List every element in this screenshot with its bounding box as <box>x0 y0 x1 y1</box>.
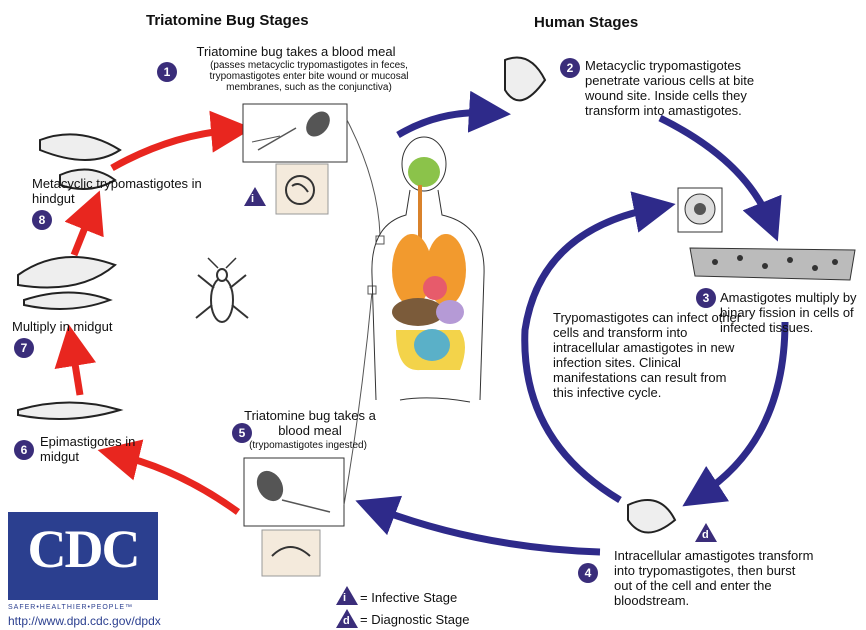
arrow-7-to-8 <box>74 210 92 255</box>
step-2-text: Metacyclic trypomastigotes penetrate var… <box>585 58 795 118</box>
cdc-tagline: SAFER•HEALTHIER•PEOPLE™ <box>8 604 133 611</box>
triatomine-bug-figure <box>196 258 248 322</box>
step-4-badge: 4 <box>578 563 598 583</box>
arrow-6-to-7 <box>72 345 80 395</box>
cdc-logo: CDC <box>8 512 158 600</box>
arrow-8-to-1 <box>112 130 232 168</box>
legend-infective-label: = Infective Stage <box>360 590 457 605</box>
step-5-title: Triatomine bug takes a blood meal <box>240 408 380 438</box>
arrow-1-to-2 <box>398 113 490 135</box>
step-7-text: Multiply in midgut <box>12 319 172 334</box>
diagnostic-stage-icon: d <box>695 523 717 542</box>
cycle-note: Trypomastigotes can infect other cells a… <box>553 310 743 400</box>
source-url[interactable]: http://www.dpd.cdc.gov/dpdx <box>8 614 161 628</box>
step-1-detail: (passes metacyclic trypomastigotes in fe… <box>196 60 422 93</box>
step-1-title: Triatomine bug takes a blood meal <box>176 44 416 59</box>
step-1-badge: 1 <box>157 62 177 82</box>
human-body-figure <box>372 137 484 402</box>
step-6-text: Epimastigotes in midgut <box>40 434 150 464</box>
arrow-4-to-5 <box>375 508 600 552</box>
step-2-badge: 2 <box>560 58 580 78</box>
infective-stage-icon: i <box>244 187 266 206</box>
step-5-detail: (trypomastigotes ingested) <box>238 440 378 451</box>
legend-diagnostic-icon: d <box>336 609 358 628</box>
legend-diagnostic-label: = Diagnostic Stage <box>360 612 469 627</box>
step-8-badge: 8 <box>32 210 52 230</box>
step-4-text: Intracellular amastigotes transform into… <box>614 548 814 608</box>
step-8-text: Metacyclic trypomastigotes in hindgut <box>32 176 222 206</box>
step-3-badge: 3 <box>696 288 716 308</box>
step-7-badge: 7 <box>14 338 34 358</box>
step-6-badge: 6 <box>14 440 34 460</box>
legend-infective-icon: i <box>336 586 358 605</box>
